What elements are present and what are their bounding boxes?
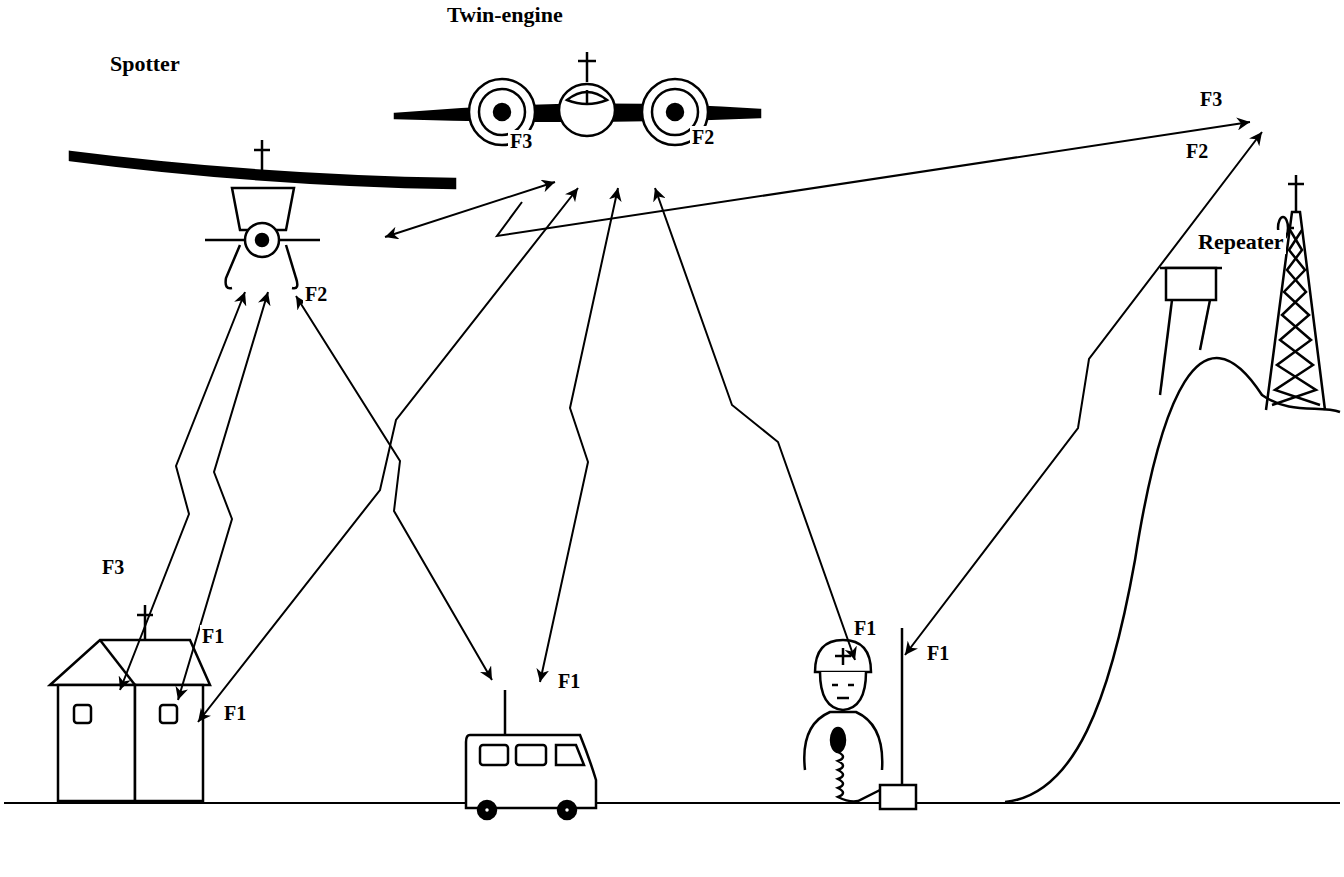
frequency-label: F1: [925, 642, 951, 664]
frequency-label: F1: [852, 617, 878, 639]
frequency-label: F1: [200, 625, 226, 647]
base-station-house: [50, 605, 210, 801]
frequency-label: F2: [1184, 140, 1210, 162]
frequency-label: F1: [556, 670, 582, 692]
frequency-label: F3: [100, 556, 126, 578]
spotter-aircraft: [70, 140, 455, 288]
frequency-label: F1: [222, 702, 248, 724]
field-operator: [804, 628, 916, 809]
station-label: Repeater: [1196, 230, 1286, 254]
station-label: Spotter: [108, 52, 182, 76]
frequency-label: F3: [1198, 88, 1224, 110]
frequency-label: F2: [690, 126, 716, 148]
ground-line: [4, 802, 1340, 804]
repeater-site: [1005, 175, 1340, 802]
radio-links: [120, 122, 1262, 722]
station-label: Twin-engine: [445, 3, 565, 27]
frequency-label: F2: [303, 283, 329, 305]
mobile-van: [466, 690, 596, 819]
frequency-label: F3: [508, 130, 534, 152]
